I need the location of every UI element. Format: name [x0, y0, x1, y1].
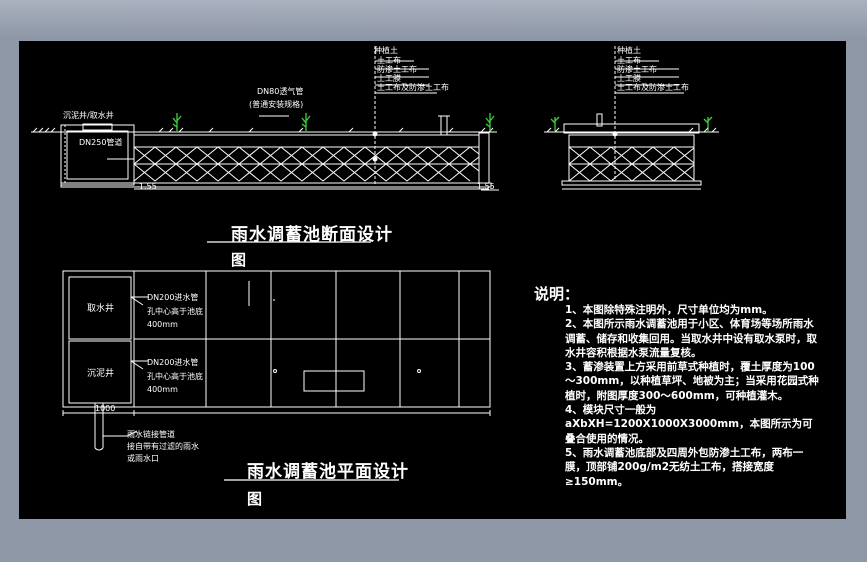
inlet-label: 或雨水口: [127, 454, 159, 463]
pipe-label: DN200进水管: [147, 358, 199, 367]
dimension-label: 1000: [95, 404, 116, 413]
drawing-canvas[interactable]: 沉泥井/取水井 DN250管道 DN80透气管 (普通安装规格) 种植土 土工布…: [19, 41, 846, 519]
note-item: 2、本图所示雨水调蓄池用于小区、体育场等场所雨水调蓄、储存和收集回用。当取水井中…: [565, 318, 817, 359]
section-title-sub: 图: [231, 251, 248, 269]
plan-view: [62, 270, 491, 451]
plant-icon: [550, 116, 560, 131]
level-label: -1.55: [474, 182, 495, 191]
layer-label: 土工膜: [377, 74, 401, 83]
level-label: -1.55: [136, 182, 157, 191]
inlet-label: 雨水链接管道: [127, 430, 175, 439]
module-lattice: [133, 146, 480, 182]
layer-label: 土工布: [617, 56, 641, 65]
app-frame-top: [0, 0, 867, 38]
plant-icon: [485, 113, 495, 131]
layer-label: 土工布及防渗土工布: [377, 83, 449, 92]
vent-pipe-label: DN80透气管: [257, 87, 304, 96]
plan-title: 雨水调蓄池平面设计: [247, 462, 409, 482]
inlet-label: 接自带有过滤的雨水: [127, 442, 199, 451]
sediment-well-outline-plan: [68, 340, 132, 404]
plant-icon: [301, 113, 311, 131]
layer-label: 土工膜: [617, 74, 641, 83]
sediment-well-label: 沉泥井/取水井: [63, 111, 114, 120]
pipe-dim: 400mm: [147, 320, 178, 329]
note-item: 5、雨水调蓄池底部及四周外包防渗土工布，两布一膜，顶部铺200g/m2无纺土工布…: [565, 446, 804, 488]
pipe-dim: 400mm: [147, 385, 178, 394]
notes-list: 1、本图除特殊注明外，尺寸单位均为mm。 2、本图所示雨水调蓄池用于小区、体育场…: [565, 303, 823, 489]
layer-label: 土工布: [377, 56, 401, 65]
plant-icons: [172, 113, 713, 131]
tank-body: [133, 134, 480, 184]
pipe-label: DN250管道: [79, 138, 123, 147]
pipe-label: DN200进水管: [147, 293, 199, 302]
cad-drawing: [31, 46, 719, 481]
layer-label: 防渗土工布: [617, 65, 657, 74]
pipe-note: 孔中心高于池底: [147, 307, 203, 316]
plan-title-sub: 图: [247, 490, 264, 508]
note-item: 4、模块尺寸一般为aXbXH=1200X1000X3000mm，本图所示为可叠合…: [565, 404, 813, 445]
notes-heading: 说明：: [534, 285, 580, 303]
sediment-well-outline: [60, 124, 135, 186]
layer-label: 防渗土工布: [377, 65, 417, 74]
side-section-view: [544, 46, 719, 190]
layer-label: 种植土: [617, 46, 641, 55]
layer-label: 种植土: [374, 46, 398, 55]
layer-label: 土工布及防渗土工布: [617, 83, 689, 92]
intake-well-outline: [68, 276, 132, 340]
plant-icon: [172, 113, 182, 131]
sediment-well-label-plan: 沉泥井: [87, 369, 115, 379]
note-item: 1、本图除特殊注明外，尺寸单位均为mm。: [565, 304, 773, 316]
vent-note-label: (普通安装规格): [249, 100, 304, 109]
pipe-note: 孔中心高于池底: [147, 372, 203, 381]
section-title: 雨水调蓄池断面设计: [231, 225, 393, 245]
plant-icon: [703, 116, 713, 131]
section-view: [31, 46, 499, 191]
intake-well-label: 取水井: [87, 304, 115, 314]
note-item: 3、蓄渗装置上方采用前草式种植时，覆土厚度为100～300mm，以种植草坪、地被…: [565, 361, 819, 402]
